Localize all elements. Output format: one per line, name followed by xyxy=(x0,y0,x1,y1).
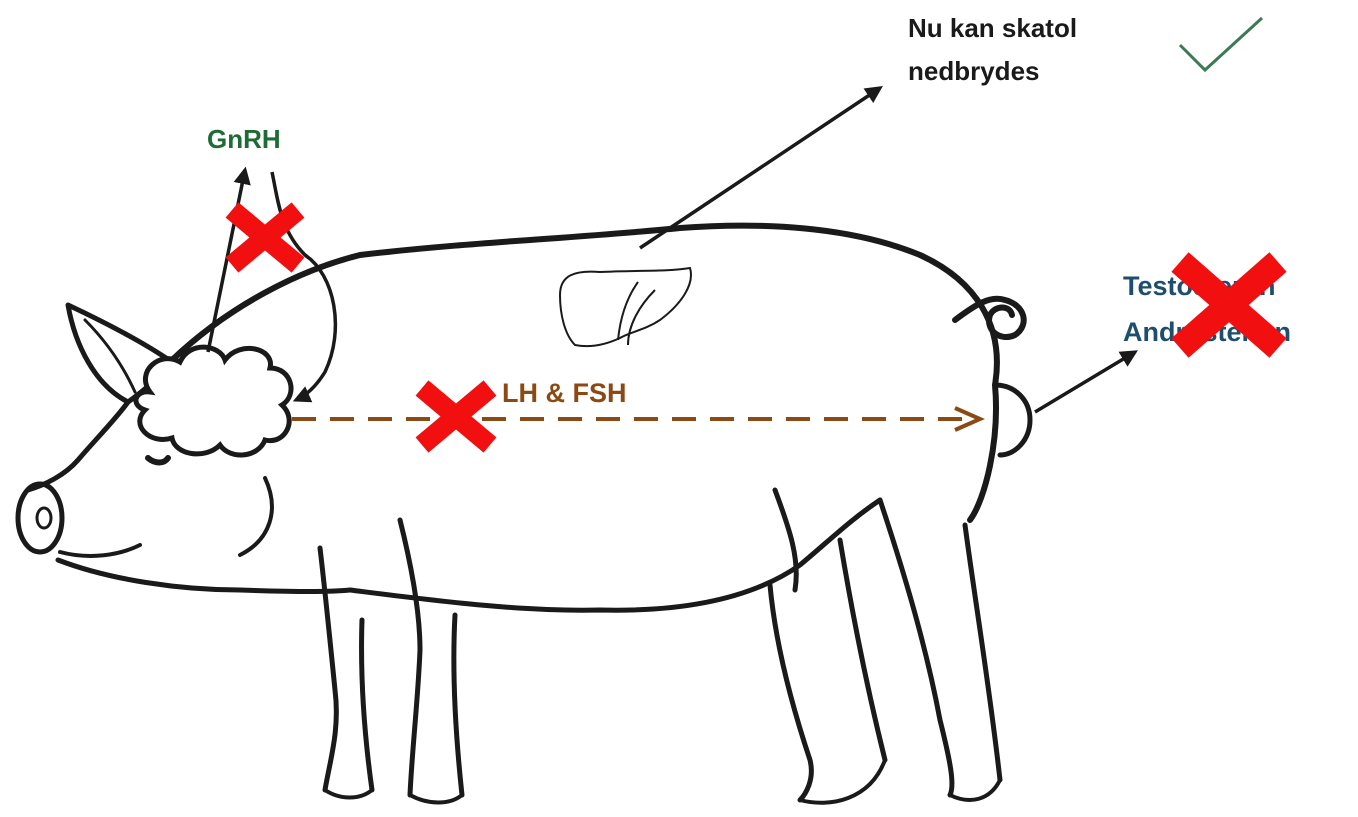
brain-cloud-icon xyxy=(136,347,291,455)
lh-fsh-arrow xyxy=(292,408,980,430)
pig-ear-inner xyxy=(85,320,135,392)
pig-jaw xyxy=(58,560,350,592)
red-x-cross-icon xyxy=(232,210,1278,445)
pig-front-hooves xyxy=(325,790,462,803)
pig-front-leg xyxy=(320,548,372,790)
pig-front-leg-2 xyxy=(400,520,462,795)
pig-nostril xyxy=(37,508,51,528)
checkmark-icon xyxy=(1180,18,1262,70)
pig-body-outline xyxy=(172,226,997,520)
pig-rear-bump xyxy=(995,385,1030,455)
pig-head xyxy=(28,402,128,490)
testis-arrow xyxy=(1035,352,1135,412)
lh-fsh-blocked-cross-icon xyxy=(422,388,490,445)
pig-snout xyxy=(18,484,62,552)
skatol-label-line1: Nu kan skatol xyxy=(908,13,1077,43)
gnrh-label: GnRH xyxy=(207,124,281,154)
lh-fsh-label: LH & FSH xyxy=(502,378,627,408)
pig-belly xyxy=(350,500,880,610)
pig-mouth xyxy=(60,545,140,556)
gnrh-blocked-cross-icon xyxy=(232,210,298,265)
pig-illustration xyxy=(18,226,1030,803)
liver-icon xyxy=(560,268,691,346)
pig-back-leg xyxy=(770,540,885,800)
pig-back-leg-2 xyxy=(880,500,1000,795)
pig-tail xyxy=(955,299,1024,337)
skatol-label-line2: nedbrydes xyxy=(908,56,1040,86)
pig-cheek xyxy=(240,478,272,555)
pig-eye xyxy=(148,458,168,463)
pig-back-hooves xyxy=(800,760,1000,803)
